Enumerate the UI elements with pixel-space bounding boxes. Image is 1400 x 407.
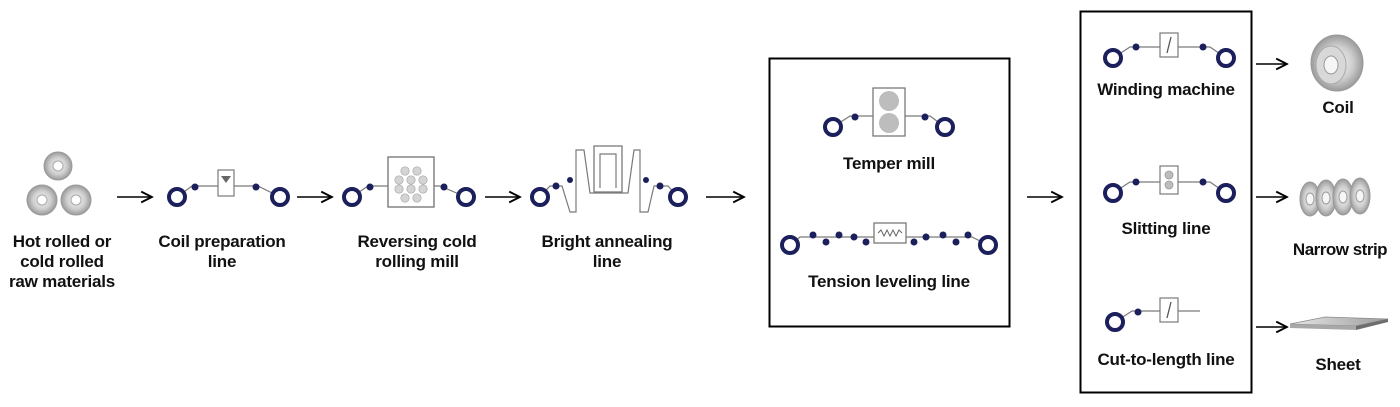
label-raw-materials: Hot rolled or cold rolled raw materials xyxy=(8,232,116,291)
sheet-icon xyxy=(1289,316,1389,330)
coil-icon xyxy=(1310,34,1364,92)
label-tension-leveling: Tension leveling line xyxy=(808,272,970,291)
cut-to-length-icon xyxy=(1105,297,1200,332)
output-group-box xyxy=(1079,10,1253,394)
label-sheet: Sheet xyxy=(1315,355,1361,374)
label-coil: Coil xyxy=(1322,98,1354,117)
winding-machine-icon xyxy=(1103,32,1236,68)
label-slitting-line: Slitting line xyxy=(1121,219,1211,238)
label-temper-mill: Temper mill xyxy=(843,154,935,173)
bright-annealing-icon xyxy=(530,145,688,213)
label-cut-to-length: Cut-to-length line xyxy=(1097,350,1235,369)
tension-leveling-icon xyxy=(780,222,998,255)
label-coil-preparation: Coil preparation line xyxy=(158,232,286,271)
coil-stack-icon xyxy=(26,151,92,216)
finishing-group-box xyxy=(768,57,1011,328)
label-narrow-strip: Narrow strip xyxy=(1292,240,1388,259)
temper-mill-icon xyxy=(823,87,955,137)
label-bright-annealing: Bright annealing line xyxy=(541,232,673,271)
slitting-line-icon xyxy=(1103,165,1236,203)
coil-preparation-icon xyxy=(167,169,290,207)
label-winding-machine: Winding machine xyxy=(1097,80,1235,99)
reversing-mill-icon xyxy=(342,156,476,208)
flow-arrows xyxy=(117,64,1287,327)
label-reversing-mill: Reversing cold rolling mill xyxy=(357,232,477,271)
narrow-strip-icon xyxy=(1299,177,1371,217)
